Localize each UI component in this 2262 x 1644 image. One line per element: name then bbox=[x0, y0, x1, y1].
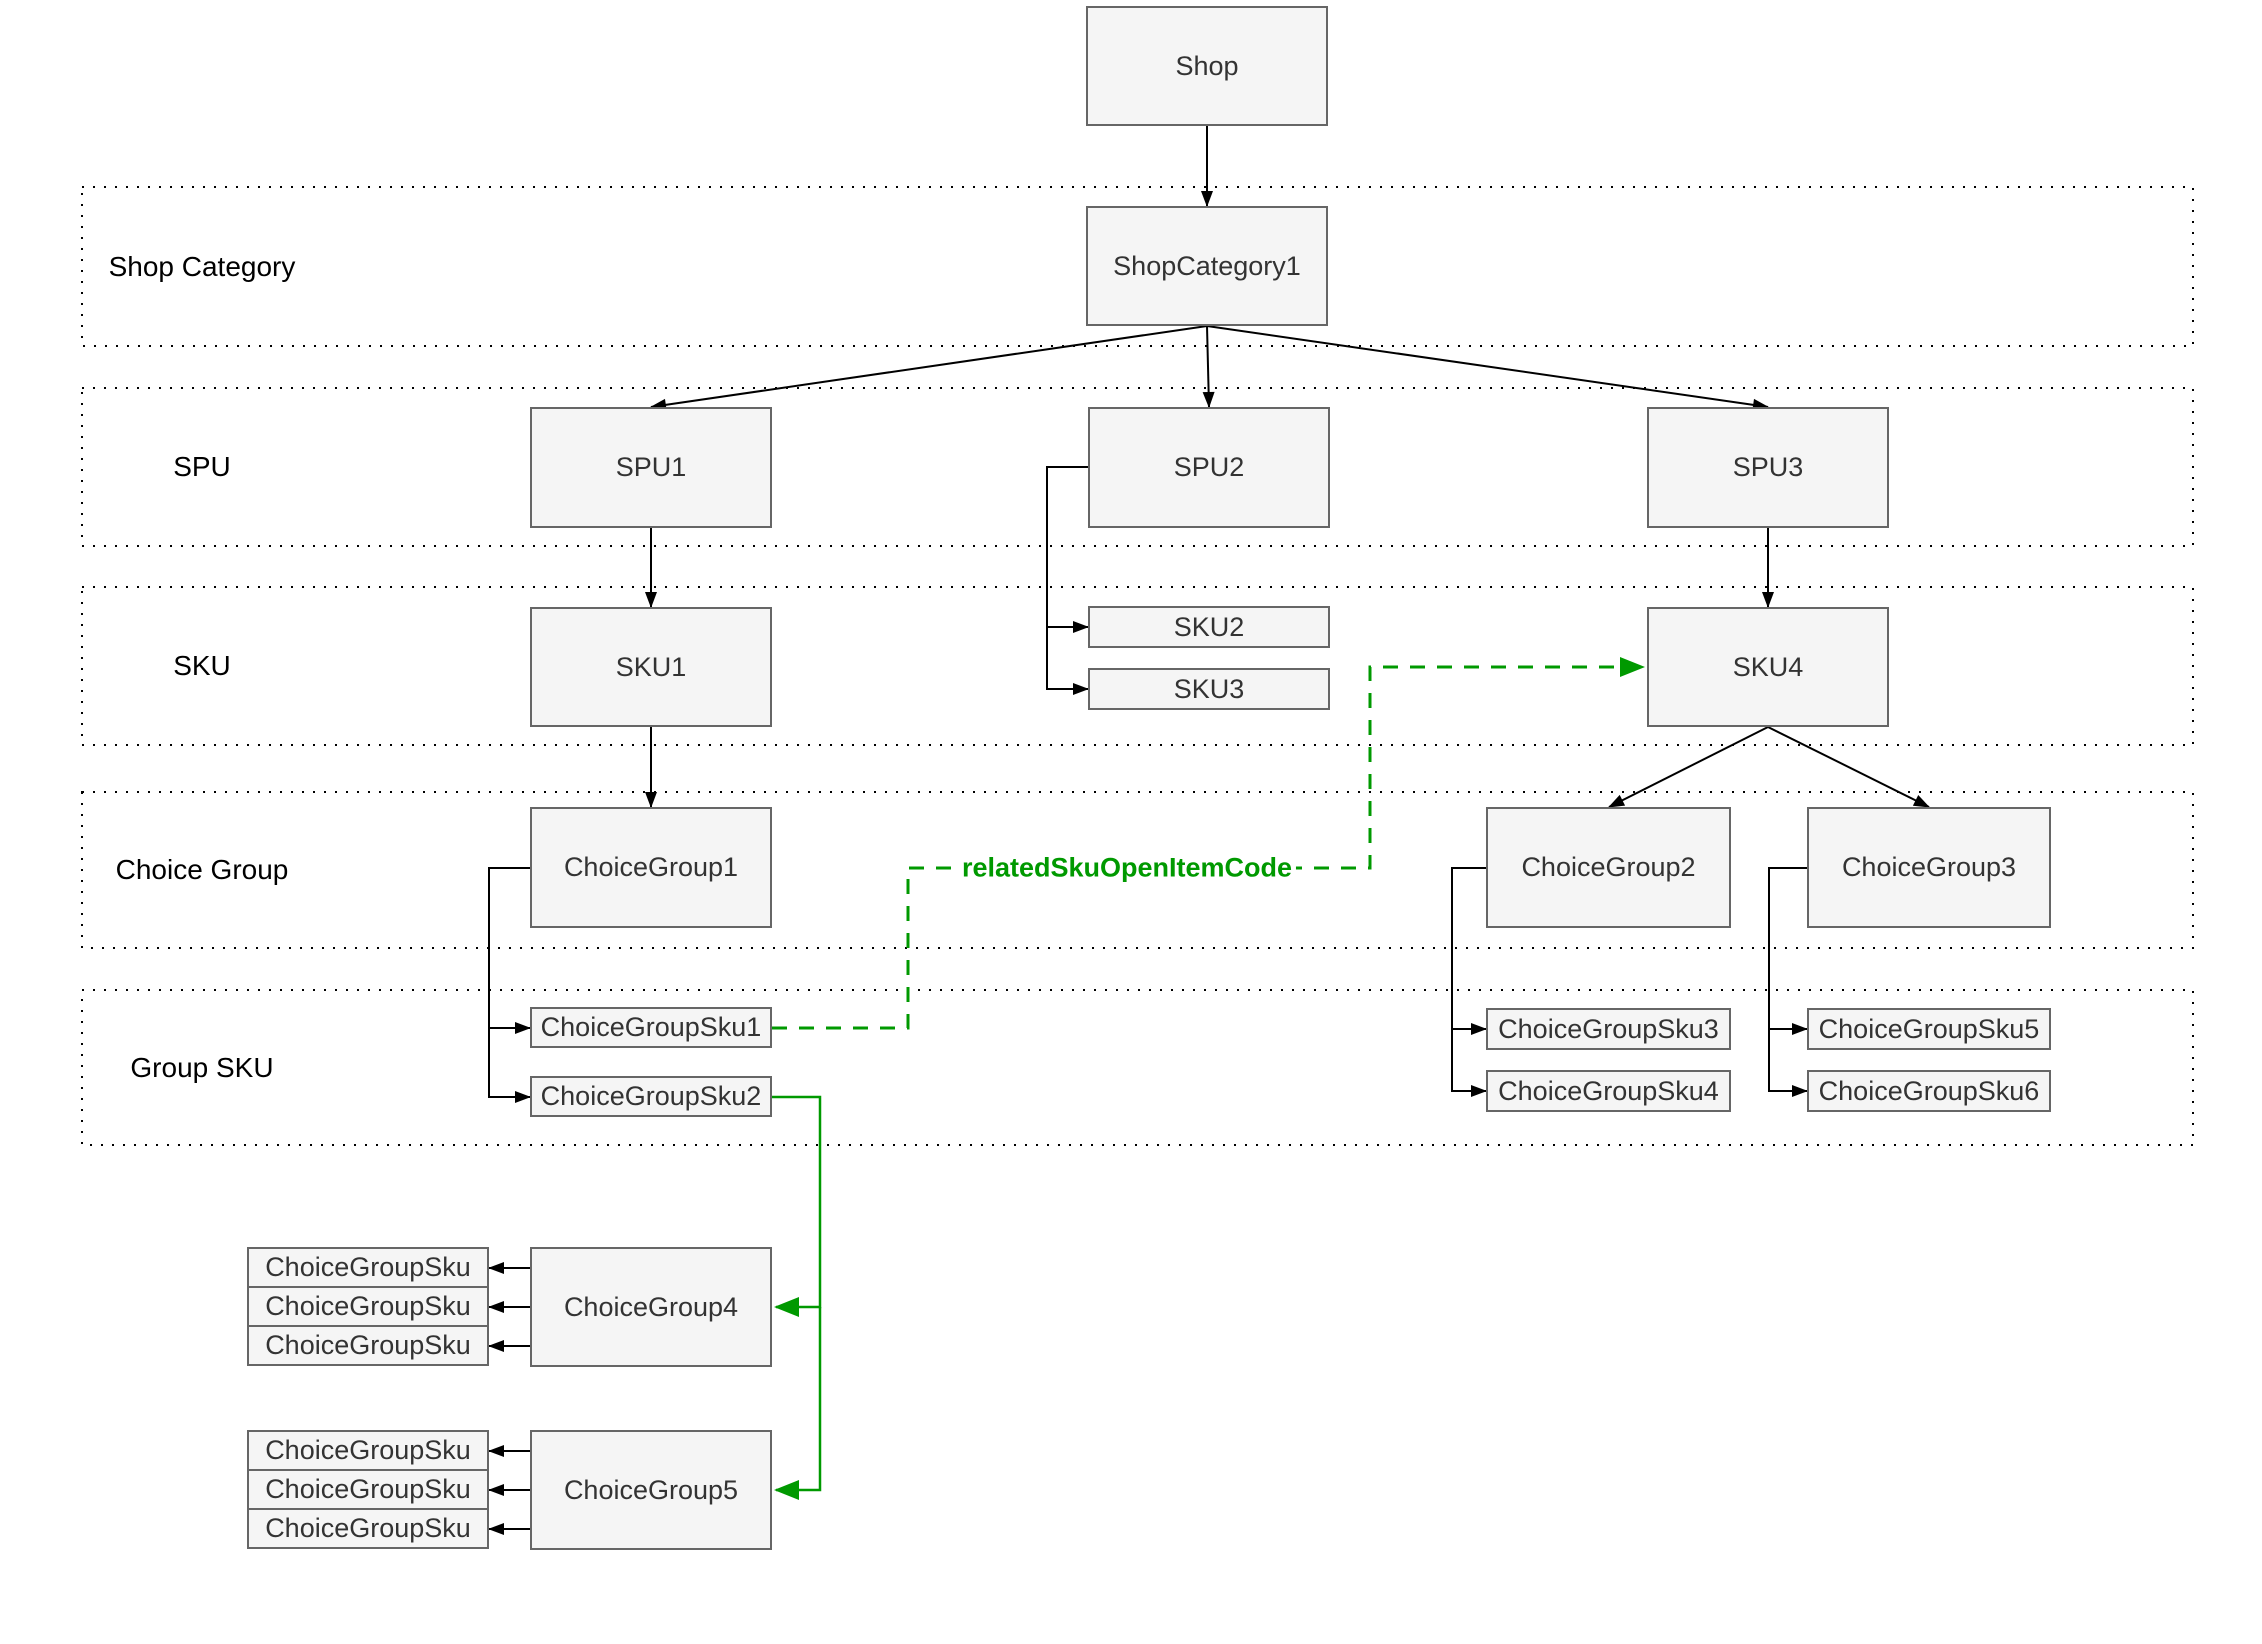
node-choicegroup1: ChoiceGroup1 bbox=[530, 807, 772, 928]
edge-choicegroup2-to-sku3 bbox=[1451, 867, 1487, 1035]
edge-label-relatedskuopenitemcode: relatedSkuOpenItemCode bbox=[957, 851, 1297, 885]
node-choicegroupsku5: ChoiceGroupSku5 bbox=[1807, 1008, 2051, 1050]
edge-spu2-to-sku3 bbox=[1046, 627, 1089, 695]
lane-spu-border bbox=[81, 387, 2194, 547]
node-choicegroup5-sku-row: ChoiceGroupSku bbox=[247, 1469, 489, 1510]
lane-label-sku: SKU bbox=[173, 650, 231, 681]
edge-choicegroup3-to-sku5 bbox=[1768, 867, 1808, 1035]
node-choicegroupsku4: ChoiceGroupSku4 bbox=[1486, 1070, 1731, 1112]
lane-choice-group-border bbox=[81, 791, 2194, 949]
edge-choicegroup2-to-sku4 bbox=[1451, 1029, 1487, 1097]
node-choicegroup5-sku-row: ChoiceGroupSku bbox=[247, 1430, 489, 1471]
node-shopcategory1: ShopCategory1 bbox=[1086, 206, 1328, 326]
node-choicegroup4: ChoiceGroup4 bbox=[530, 1247, 772, 1367]
edge-choicegroupsku2-to-choicegroup4 bbox=[772, 1095, 822, 1317]
edge-sku4-to-choicegroup3 bbox=[1767, 726, 1930, 808]
node-shop: Shop bbox=[1086, 6, 1328, 126]
node-choicegroupsku3: ChoiceGroupSku3 bbox=[1486, 1008, 1731, 1050]
lane-label-spu: SPU bbox=[173, 451, 231, 482]
lane-label-shop-category: Shop Category bbox=[108, 250, 296, 282]
edge-shopcategory1-to-spu2 bbox=[1202, 325, 1215, 408]
node-choicegroupsku2: ChoiceGroupSku2 bbox=[530, 1076, 772, 1117]
lane-label-group-sku: Group SKU bbox=[130, 1051, 274, 1083]
edge-choicegroup3-to-sku6 bbox=[1768, 1029, 1808, 1097]
node-sku3: SKU3 bbox=[1088, 668, 1330, 710]
node-choicegroup4-sku-row: ChoiceGroupSku bbox=[247, 1325, 489, 1366]
edge-choicegroup1-to-sku2 bbox=[488, 1028, 531, 1103]
node-sku2: SKU2 bbox=[1088, 606, 1330, 648]
edge-sku4-to-choicegroup2 bbox=[1608, 726, 1769, 808]
node-choicegroup3: ChoiceGroup3 bbox=[1807, 807, 2051, 928]
node-choicegroup4-sku-row: ChoiceGroupSku bbox=[247, 1247, 489, 1288]
edge-spu2-to-sku2 bbox=[1046, 466, 1089, 633]
lane-shop-category-border bbox=[81, 186, 2194, 347]
lane-sku-border bbox=[81, 586, 2194, 746]
node-choicegroup5: ChoiceGroup5 bbox=[530, 1430, 772, 1550]
node-choicegroup2: ChoiceGroup2 bbox=[1486, 807, 1731, 928]
node-choicegroupsku1: ChoiceGroupSku1 bbox=[530, 1007, 772, 1048]
edge-shopcategory1-to-spu1 bbox=[650, 325, 1208, 411]
node-choicegroup4-sku-row: ChoiceGroupSku bbox=[247, 1286, 489, 1327]
edge-choicegroupsku2-to-choicegroup5 bbox=[774, 1307, 822, 1500]
edge-choicegroup1-to-sku1 bbox=[488, 867, 531, 1034]
node-spu2: SPU2 bbox=[1088, 407, 1330, 528]
edge-shopcategory1-to-spu3 bbox=[1206, 325, 1769, 411]
node-choicegroup5-sku-row: ChoiceGroupSku bbox=[247, 1508, 489, 1549]
node-sku4: SKU4 bbox=[1647, 607, 1889, 727]
lane-label-choice-group: Choice Group bbox=[115, 854, 289, 885]
node-choicegroupsku6: ChoiceGroupSku6 bbox=[1807, 1070, 2051, 1112]
node-spu1: SPU1 bbox=[530, 407, 772, 528]
node-spu3: SPU3 bbox=[1647, 407, 1889, 528]
node-sku1: SKU1 bbox=[530, 607, 772, 727]
